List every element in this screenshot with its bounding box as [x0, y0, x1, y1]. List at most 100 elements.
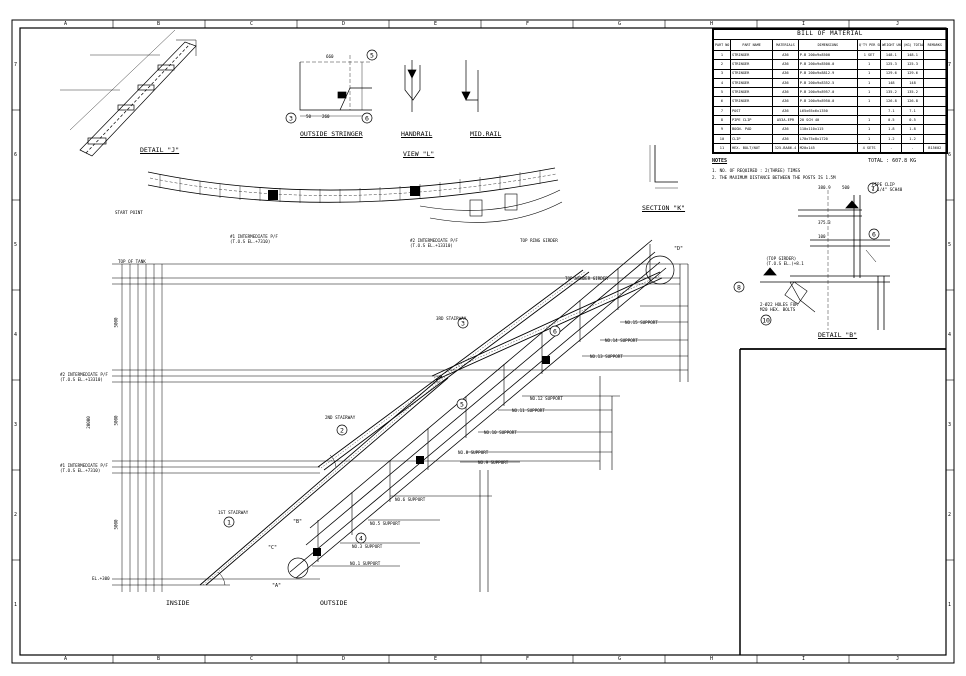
- bom-cell: 3: [713, 68, 731, 79]
- label-support-15: NO.15 SUPPORT: [625, 320, 658, 325]
- bom-cell: POST: [729, 105, 774, 117]
- part-no-5: 5: [460, 401, 464, 409]
- bom-cell: 5: [713, 87, 731, 98]
- row-label-4-right: 4: [948, 332, 952, 338]
- row-label-7-right: 7: [948, 62, 952, 68]
- callout-c: "C": [268, 545, 278, 551]
- col-label-e: E: [434, 21, 438, 27]
- bom-cell: 6: [713, 96, 731, 107]
- callout-a: "A": [272, 583, 282, 589]
- bom-cell: 4: [713, 77, 731, 89]
- bom-cell: [922, 77, 948, 89]
- label-start-point: START POINT: [115, 210, 143, 215]
- label-support-5: NO.5 SUPPORT: [370, 521, 401, 526]
- label-detail-b-bolts: 2-Ø22 HOLES FOR M20 HEX. BOLTS: [760, 302, 798, 312]
- part-no-6: 6: [553, 328, 557, 336]
- label-1st-stairway: 1ST STAIRWAY: [218, 510, 249, 515]
- col-label-g: G: [618, 21, 622, 27]
- bom-cell: STRINGER: [729, 49, 774, 61]
- label-plan-int-pf1: #1 INTERMEDIATE P/F (T.O.S EL.+7310): [230, 234, 278, 244]
- bom-cell: [922, 96, 948, 107]
- detail-j-drawing: [60, 29, 197, 157]
- bom-cell: -: [901, 142, 924, 154]
- row-label-2: 2: [14, 512, 18, 518]
- bom-cell: STRINGER: [729, 96, 774, 107]
- row-label-2-right: 2: [948, 512, 952, 518]
- label-support-13: NO.13 SUPPORT: [590, 354, 623, 359]
- bom-cell: 1: [856, 87, 882, 98]
- bom-cell: 1.8: [880, 124, 903, 135]
- bom-total: TOTAL : 607.8 KG: [868, 158, 917, 164]
- bom-cell: STRINGER: [729, 77, 774, 89]
- row-label-6-right: 6: [948, 152, 952, 158]
- label-inside: INSIDE: [166, 599, 190, 607]
- bom-cell: 129.6: [901, 68, 924, 79]
- col-label-d-bottom: D: [342, 656, 346, 662]
- handrail-midrail-drawing: [404, 60, 479, 112]
- label-elev-int-pf2: #2 INTERMEDIATE P/F (T.O.S EL.+13310): [60, 372, 108, 382]
- col-label-b: B: [157, 21, 161, 27]
- bom-cell: 126.8: [901, 96, 924, 107]
- label-el-300: EL.+300: [92, 576, 110, 581]
- bom-header: MATERIALS: [772, 39, 799, 51]
- bom-cell: CLIP: [729, 133, 774, 144]
- bom-cell: PIPE CLIP: [729, 115, 774, 126]
- bom-cell: A53A-EPR: [772, 115, 799, 126]
- bom-cell: 1: [856, 124, 882, 135]
- bom-cell: B15602: [922, 142, 948, 154]
- row-label-6: 6: [14, 152, 18, 158]
- label-support-14: NO.14 SUPPORT: [605, 338, 638, 343]
- bill-of-material: BILL OF MATERIAL PART NO. PART NAME MATE…: [712, 28, 948, 155]
- bom-cell: BOGN. PAD: [729, 124, 774, 135]
- col-label-a: A: [64, 21, 68, 27]
- row-label-5-right: 5: [948, 242, 952, 248]
- dim-detail-b-380: 380.9: [818, 185, 831, 190]
- bom-cell: A36: [772, 96, 799, 107]
- bom-cell: L65x65x6x1350: [797, 105, 858, 117]
- bom-cell: M20x145: [797, 142, 858, 154]
- bom-cell: A36: [772, 87, 799, 98]
- dim-outside-50: 50: [306, 114, 312, 119]
- col-label-j: J: [896, 21, 900, 27]
- col-label-j-bottom: J: [896, 656, 900, 662]
- label-3rd-stairway: 3RD STAIRWAY: [436, 316, 467, 321]
- bom-cell: 110x110x115: [797, 124, 858, 135]
- bom-header: PART NAME: [729, 39, 774, 51]
- col-label-c: C: [250, 21, 254, 27]
- bom-cell: [922, 115, 948, 126]
- part-no-10-detail-b: 10: [762, 317, 770, 325]
- label-support-9: NO.9 SUPPORT: [478, 460, 509, 465]
- bom-cell: 148: [880, 77, 903, 89]
- bom-cell: A36: [772, 77, 799, 89]
- col-label-h-bottom: H: [710, 656, 714, 662]
- part-no-4: 4: [359, 535, 363, 543]
- bom-cell: P.B 200x9x8950.0: [797, 96, 858, 107]
- bom-cell: [922, 133, 948, 144]
- bom-cell: 4 SETS: [856, 142, 882, 154]
- col-label-d: D: [342, 21, 346, 27]
- row-label-4: 4: [14, 332, 18, 338]
- label-support-8: NO.8 SUPPORT: [458, 450, 489, 455]
- bom-cell: STRINGER: [729, 87, 774, 98]
- note-2: 2. THE MAXIMUM DISTANCE BETWEEN THE POST…: [712, 175, 836, 180]
- part-no-3-outside: 3: [289, 115, 293, 123]
- bom-cell: L70x75x8x1720: [797, 133, 858, 144]
- col-label-c-bottom: C: [250, 656, 254, 662]
- part-no-6-outside: 6: [365, 115, 369, 123]
- bom-cell: P.B 200x9x8352.5: [797, 77, 858, 89]
- bom-cell: A36: [772, 59, 799, 70]
- bom-cell: 1: [856, 96, 882, 107]
- bom-cell: 325-BA86-4: [772, 142, 799, 154]
- col-label-i-bottom: I: [802, 656, 806, 662]
- bom-cell: [922, 59, 948, 70]
- bom-cell: 0.5: [901, 115, 924, 126]
- bom-header: REMARKS: [922, 39, 948, 51]
- bom-cell: [922, 49, 948, 61]
